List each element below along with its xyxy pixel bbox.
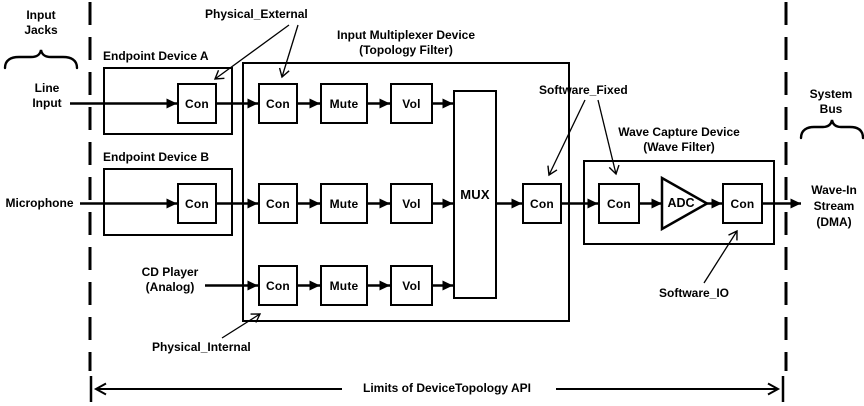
row3-mute-node: Mute <box>320 265 368 306</box>
endpoint-device-a-box <box>103 67 233 135</box>
limits-caption: Limits of DeviceTopology API <box>362 381 532 395</box>
endpoint-b-con-node: Con <box>177 183 217 224</box>
line-input-line2: Input <box>32 96 62 110</box>
physical-internal-pointer <box>221 313 262 339</box>
wave-in-line1: Wave-In <box>811 183 857 197</box>
api-boundary-dashed-lines <box>88 2 788 371</box>
signal-flow-arrows <box>70 98 801 291</box>
system-bus-brace <box>799 119 864 140</box>
row2-vol-node: Vol <box>390 183 433 224</box>
microphone-label: Microphone <box>5 196 74 210</box>
wave-in-stream-label: Wave-In Stream (DMA) <box>804 182 864 230</box>
endpoint-device-b-box <box>103 168 233 236</box>
cd-player-label: CD Player (Analog) <box>132 265 208 295</box>
physical-external-pointer-b <box>278 24 299 79</box>
post-mux-con-node: Con <box>522 183 562 224</box>
mux-device-title-line2: (Topology Filter) <box>359 43 453 57</box>
cd-player-line2: (Analog) <box>145 280 195 294</box>
software-fixed-label: Software_Fixed <box>539 83 628 97</box>
input-jacks-line2: Jacks <box>24 23 58 37</box>
mux-device-title-line1: Input Multiplexer Device <box>336 28 476 42</box>
mux-node: MUX <box>453 90 497 299</box>
row1-vol-node: Vol <box>390 83 433 124</box>
wave-device-title-line1: Wave Capture Device <box>618 125 740 139</box>
wave-out-con-node: Con <box>722 183 763 224</box>
system-bus-label: System Bus <box>799 87 863 117</box>
wave-in-con-node: Con <box>598 183 640 224</box>
endpoint-device-b-label: Endpoint Device B <box>103 150 210 164</box>
row1-mute-node: Mute <box>320 83 368 124</box>
endpoint-device-a-label: Endpoint Device A <box>103 49 209 63</box>
input-multiplexer-device-box <box>242 62 570 322</box>
row3-con-node: Con <box>258 265 298 306</box>
input-jacks-label: Input Jacks <box>6 8 76 38</box>
wave-in-line2: Stream <box>813 199 855 213</box>
adc-node-label: ADC <box>667 196 695 210</box>
physical-external-label: Physical_External <box>205 7 308 21</box>
line-input-label: Line Input <box>14 81 80 111</box>
system-bus-line1: System <box>809 87 853 101</box>
line-input-line1: Line <box>34 81 60 95</box>
endpoint-a-con-node: Con <box>177 83 217 124</box>
software-io-label: Software_IO <box>659 286 730 300</box>
mux-device-title: Input Multiplexer Device (Topology Filte… <box>242 28 570 58</box>
row2-con-node: Con <box>258 183 298 224</box>
cd-player-line1: CD Player <box>141 265 199 279</box>
wave-device-title-line2: (Wave Filter) <box>643 140 715 154</box>
limits-measure-arrow <box>89 376 785 402</box>
row1-con-node: Con <box>258 83 298 124</box>
wave-device-title: Wave Capture Device (Wave Filter) <box>583 125 775 155</box>
input-jacks-brace <box>3 49 79 70</box>
input-jacks-line1: Input <box>26 8 56 22</box>
software-fixed-pointer-a <box>547 99 586 177</box>
wave-in-line3: (DMA) <box>816 215 852 229</box>
wave-capture-device-box <box>583 160 775 245</box>
system-bus-line2: Bus <box>819 102 843 116</box>
physical-internal-label: Physical_Internal <box>152 340 251 354</box>
adc-triangle <box>660 175 710 232</box>
row2-mute-node: Mute <box>320 183 368 224</box>
row3-vol-node: Vol <box>390 265 433 306</box>
software-io-pointer <box>703 229 738 284</box>
physical-external-pointer-a <box>213 24 290 80</box>
